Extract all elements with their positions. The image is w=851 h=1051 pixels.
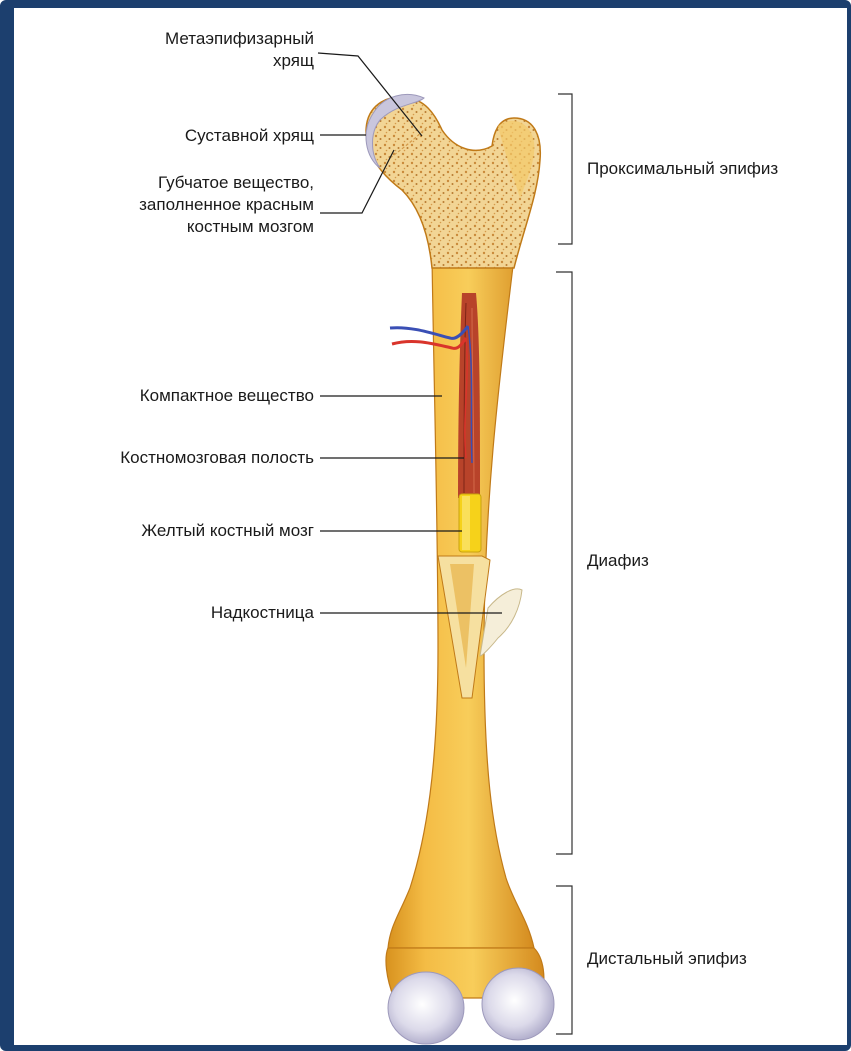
label-metaphyseal-cartilage-line2: хрящ	[114, 50, 314, 72]
label-compact-bone: Компактное вещество	[74, 385, 314, 407]
medial-condyle-cartilage	[388, 972, 464, 1044]
label-articular-cartilage: Суставной хрящ	[114, 125, 314, 147]
label-spongy-bone-line2: заполненное красным	[84, 194, 314, 216]
lateral-condyle-cartilage	[482, 968, 554, 1040]
label-spongy-bone-line1: Губчатое вещество,	[84, 172, 314, 194]
label-diaphysis: Диафиз	[587, 550, 649, 572]
region-brackets	[556, 94, 572, 1034]
medullary-cavity-shape	[458, 293, 480, 498]
label-proximal-epiphysis: Проксимальный эпифиз	[587, 158, 778, 180]
label-spongy-bone: Губчатое вещество, заполненное красным к…	[84, 172, 314, 238]
label-metaphyseal-cartilage-line1: Метаэпифизарный	[114, 28, 314, 50]
label-spongy-bone-line3: костным мозгом	[84, 216, 314, 238]
label-metaphyseal-cartilage: Метаэпифизарный хрящ	[114, 28, 314, 72]
label-medullary-cavity: Костномозговая полость	[54, 447, 314, 469]
periosteum-flap	[480, 589, 522, 656]
label-periosteum: Надкостница	[114, 602, 314, 624]
label-yellow-marrow: Желтый костный мозг	[74, 520, 314, 542]
label-distal-epiphysis: Дистальный эпифиз	[587, 948, 747, 970]
